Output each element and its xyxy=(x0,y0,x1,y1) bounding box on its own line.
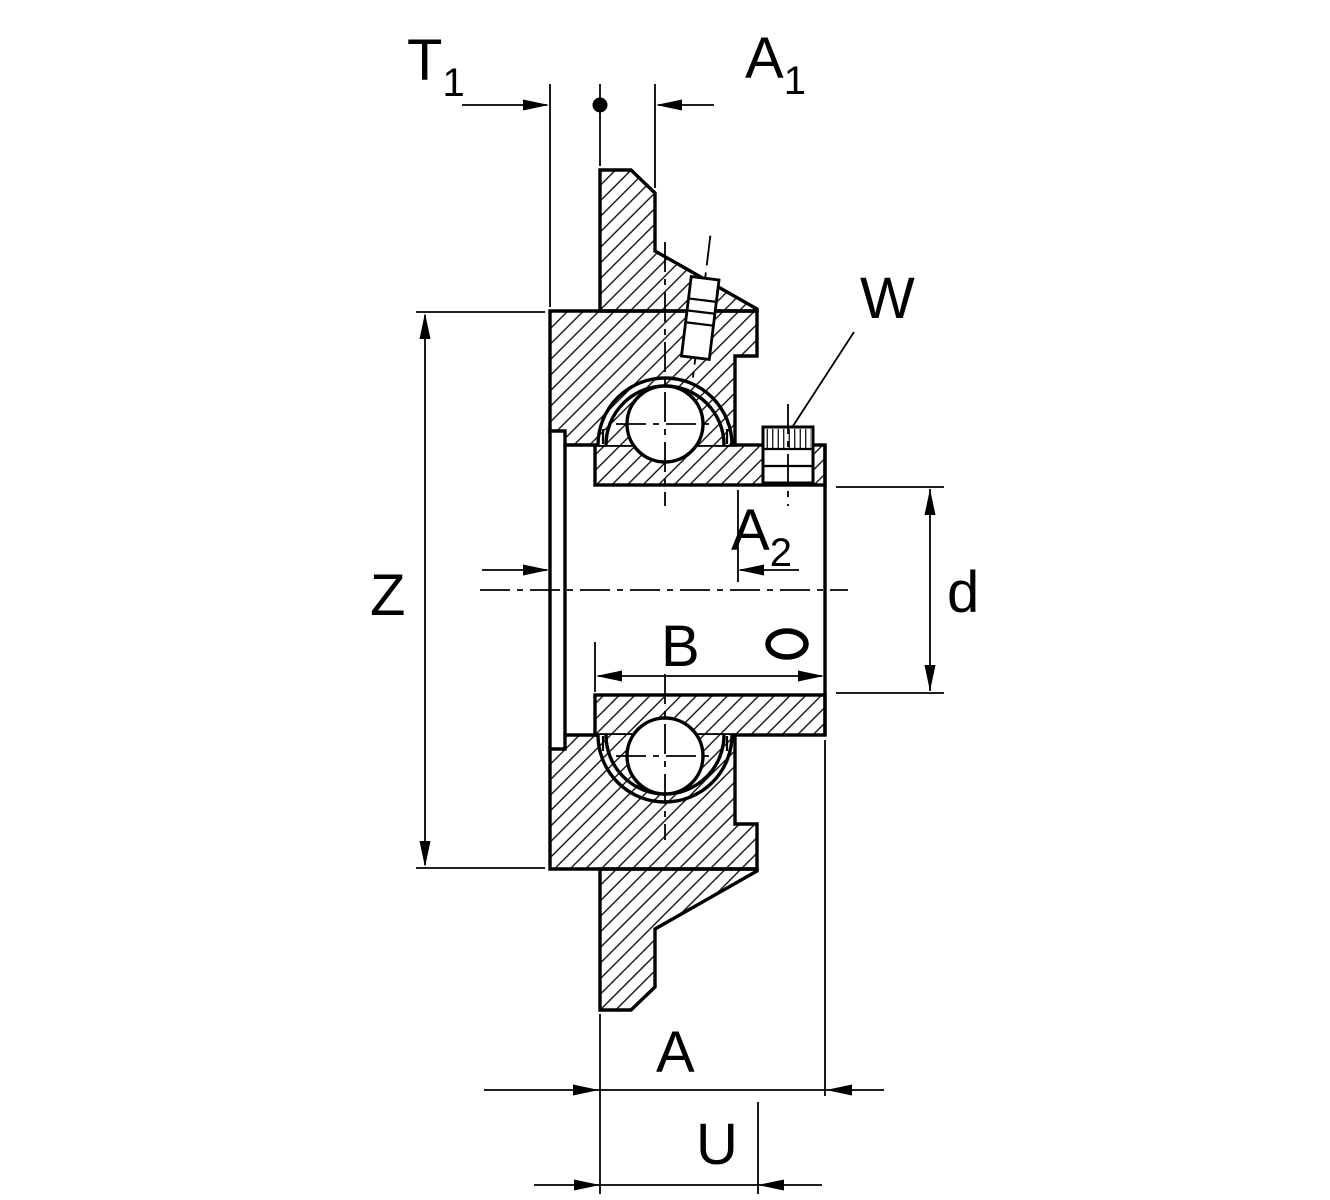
outer-ring-section-bottom xyxy=(598,718,732,802)
dimension-w-leader xyxy=(792,331,855,427)
dimension-t1 xyxy=(462,84,608,307)
flange-arm-bottom xyxy=(598,867,759,1012)
angled-screw xyxy=(679,235,721,378)
dim-label-t1: T1 xyxy=(407,28,465,105)
dim-label-z: Z xyxy=(370,563,405,628)
set-screw xyxy=(761,404,815,506)
dimension-d xyxy=(836,486,944,694)
dim-label-w: W xyxy=(860,266,915,331)
outer-ring-section-top xyxy=(598,378,732,462)
angled-screw-thread xyxy=(688,297,717,303)
bearing-top xyxy=(596,376,734,464)
flange-arm-top xyxy=(598,168,759,313)
dimension-a1 xyxy=(654,84,714,188)
dim-label-a1: A1 xyxy=(745,26,806,103)
outer-ring-od-arc-top xyxy=(596,376,734,446)
dimension-b xyxy=(594,642,824,692)
dimension-a2 xyxy=(482,490,799,582)
dim-label-d: d xyxy=(947,560,979,625)
angled-screw-thread xyxy=(686,309,716,315)
bearing-bottom xyxy=(596,716,734,804)
bore-hole-mark xyxy=(765,628,809,660)
dim-label-u: U xyxy=(696,1112,738,1177)
dim-label-a2: A2 xyxy=(731,498,792,575)
dimension-z xyxy=(416,311,545,869)
dimension-a xyxy=(484,740,884,1194)
dim-label-a: A xyxy=(656,1020,695,1085)
dimension-dot xyxy=(592,97,608,113)
angled-screw-thread xyxy=(685,321,714,327)
dimension-u xyxy=(534,1102,822,1194)
dim-label-b: B xyxy=(661,614,700,679)
centerlines xyxy=(480,242,848,840)
angled-screw-body xyxy=(679,275,721,361)
set-screw-knurl xyxy=(765,429,811,449)
inner-ring-bottom-band xyxy=(593,693,827,737)
